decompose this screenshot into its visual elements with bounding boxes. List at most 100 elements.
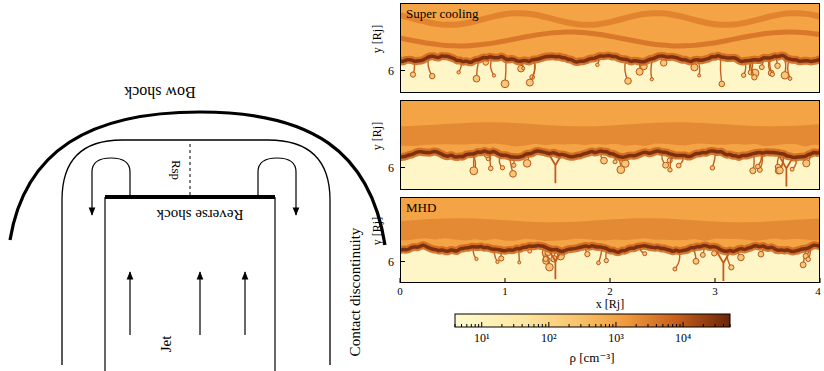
jet-flow-arrow [129,272,130,335]
finger-cap [522,67,525,70]
colorbar-tick [609,324,610,327]
finger-cap [512,163,516,167]
simulation-panel: MHD [400,197,820,283]
colorbar-tick-label: 10² [541,332,557,344]
interface-glow [400,56,820,63]
colorbar-tick [703,324,704,327]
colorbar-tick [513,324,514,327]
finger-cap [543,256,548,261]
finger-cap [643,252,647,256]
panel-label: Super cooling [401,4,484,24]
tick-label: 0 [397,286,403,297]
colorbar-tick [605,324,606,327]
interface-band [400,56,820,63]
finger-cap [546,263,554,271]
colorbar-tick-label: 10⁴ [675,332,691,344]
colorbar-tick [481,322,482,327]
standoff-distance-line [190,144,191,195]
finger-cap [488,166,493,171]
finger-cap [585,252,590,257]
finger-cap [738,254,745,261]
colorbar-tick [723,324,724,327]
instability-finger [720,57,721,84]
colorbar-tick [478,324,479,327]
tick-label: 2 [607,286,613,297]
finger-cap [475,257,478,260]
jet-flow-arrow [199,272,200,335]
component-label: Bow shock [124,84,196,100]
density-map [400,197,820,283]
finger-cap [473,75,480,82]
tick-label: 1 [502,286,508,297]
ambient-medium [400,245,820,283]
colorbar-tick [461,324,462,327]
finger-cap [790,167,794,171]
finger-cap [770,72,774,76]
component-label: Reverse shock [156,207,243,222]
finger-cap [676,163,681,168]
colorbar-tick [522,324,523,327]
colorbar-tick [455,324,456,327]
finger-cap [596,63,599,66]
finger-cap [806,257,811,262]
finger-cap [492,74,495,77]
shocked-layer [400,122,820,146]
finger-cap [613,160,617,164]
finger-cap [457,71,460,74]
finger-cap [668,168,672,172]
colorbar-tick [528,324,529,327]
colorbar-tick [580,324,581,327]
colorbar-tick [548,322,549,327]
finger-cap [700,252,705,257]
axis-title: y [Rj] [371,25,383,53]
jet-wall [274,197,275,371]
finger-cap [741,73,745,77]
finger-cap [523,160,531,168]
finger-cap [499,256,504,261]
finger-cap [673,267,677,271]
shocked-layer [400,218,820,241]
finger-cap [650,78,653,81]
finger-cap [518,65,525,72]
finger-cap [729,265,734,270]
colorbar-tick-label: 10³ [608,332,624,344]
finger-cap [597,261,601,265]
finger-cap [601,157,608,164]
axis-title: y [Rj] [371,217,383,245]
finger-cap [788,77,792,81]
jet-schematic [10,112,385,371]
finger-cap [710,166,714,170]
ambient-medium [400,150,820,190]
colorbar-tick [533,324,534,327]
distance-label: Rsp [170,160,183,180]
jet-flow-arrow [244,272,245,335]
finger-cap [501,80,509,88]
colorbar-tick [672,324,673,327]
colorbar-tick [662,324,663,327]
colorbar-tick [538,324,539,327]
finger-cap [776,167,783,174]
finger-cap [759,65,764,70]
tick-label: 3 [712,286,718,297]
bow-shock-curve [10,112,385,245]
colorbar-tick [589,324,590,327]
colorbar-tick [595,324,596,327]
finger-cap [758,251,764,257]
colorbar-tick [636,324,637,327]
finger-cap [518,261,521,264]
colorbar-tick-label: 10¹ [474,332,490,344]
jet-wall [104,197,105,371]
finger-cap [496,260,499,263]
colorbar-tick [656,324,657,327]
component-label: Jet [159,336,174,353]
finger-cap [698,74,701,77]
finger-cap [526,79,533,86]
finger-cap [500,166,504,170]
colorbar-tick [615,322,616,327]
finger-cap [775,63,781,69]
colorbar-tick [601,324,602,327]
density-map [400,3,820,93]
colorbar-tick [466,324,467,327]
